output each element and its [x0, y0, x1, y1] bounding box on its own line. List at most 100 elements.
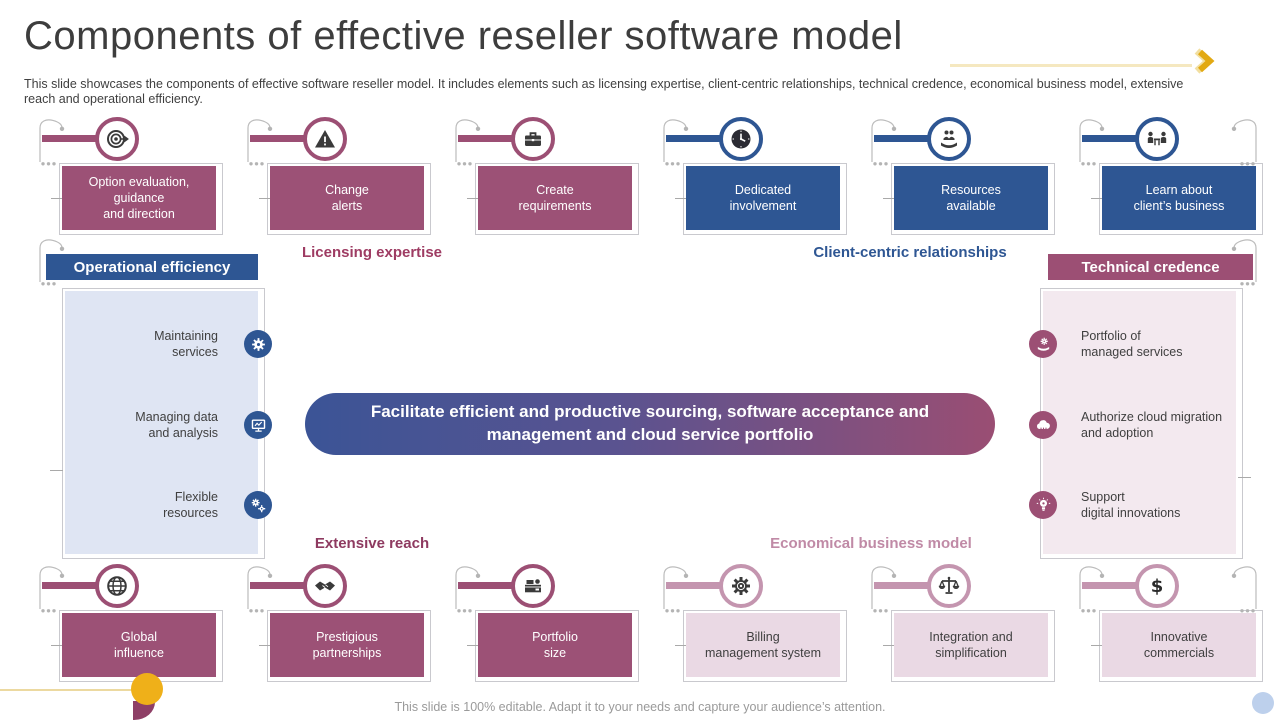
connector-bar: [250, 135, 312, 142]
connector-bar: [42, 582, 104, 589]
scales-icon: [938, 576, 960, 594]
box-outline: [891, 610, 1055, 682]
connector-bar: [42, 135, 104, 142]
tick-mark: [467, 198, 480, 199]
gears-icon: [251, 498, 265, 512]
cash-register-icon: [525, 579, 541, 593]
footer-note: This slide is 100% editable. Adapt it to…: [394, 700, 886, 714]
connector-bracket: [1079, 119, 1105, 166]
panel-item-portfolio-managed-services: Portfolio of managed services: [1081, 329, 1183, 359]
panel-item-maintaining-services: Maintaining services: [154, 329, 218, 359]
label-client-centric-relationships: Client-centric relationships: [813, 244, 1007, 261]
bulb-icon: [1036, 497, 1050, 511]
tick-mark: [675, 198, 688, 199]
box-outline: [59, 163, 223, 235]
box-outline: [267, 610, 431, 682]
label-extensive-reach: Extensive reach: [314, 535, 430, 552]
connector-bar: [458, 135, 520, 142]
tick-mark: [1091, 198, 1104, 199]
tick-mark: [675, 645, 688, 646]
globe-icon: [107, 576, 127, 596]
center-banner: Facilitate efficient and productive sour…: [305, 393, 995, 455]
arrow-right-icon: [1194, 48, 1215, 74]
connector-bar: [666, 135, 728, 142]
briefcase-icon: [525, 132, 541, 146]
tick-mark: [883, 645, 896, 646]
connector-bar: [874, 582, 936, 589]
meeting-icon: [1147, 131, 1167, 146]
hand-gear-icon: [1037, 337, 1049, 351]
bottom-unit-innovative-commercials: $ Innovative commercials: [1079, 559, 1280, 689]
slide-subtitle: This slide showcases the components of e…: [24, 77, 1184, 106]
page-title: Components of effective reseller softwar…: [24, 14, 903, 58]
bottom-unit-prestigious-partnerships: Prestigious partnerships: [247, 559, 456, 689]
decor-blue-circle: [1252, 692, 1274, 714]
top-unit-resources-available: Resources available: [871, 112, 1080, 242]
unit-label-box: Create requirements: [478, 166, 632, 230]
label-technical-credence: Technical credence: [1048, 254, 1253, 280]
bottom-unit-global-influence: Global influence: [39, 559, 248, 689]
title-underline: [950, 64, 1192, 67]
box-outline: [475, 163, 639, 235]
unit-label-box: Resources available: [894, 166, 1048, 230]
unit-label-box: Integration and simplification: [894, 613, 1048, 677]
label-economical-business-model: Economical business model: [770, 535, 972, 552]
dollar-icon: $: [1151, 576, 1164, 597]
right-panel: Portfolio of managed services Authorize …: [1029, 291, 1236, 554]
box-outline: [683, 163, 847, 235]
monitor-icon: [251, 418, 265, 432]
connector-bracket: [663, 119, 689, 166]
panel-item-support-digital-innovations: Support digital innovations: [1081, 490, 1181, 520]
unit-label-box: Learn about client’s business: [1102, 166, 1256, 230]
bottom-unit-billing-management: Billing management system: [663, 559, 872, 689]
connector-bracket: [871, 119, 897, 166]
panel-item-authorize-cloud-migration: Authorize cloud migration and adoption: [1081, 410, 1223, 440]
left-panel: Maintaining services Managing data and a…: [65, 291, 272, 554]
connector-bracket: [1079, 566, 1105, 613]
bottom-unit-integration-simplification: Integration and simplification: [871, 559, 1080, 689]
tick-mark: [50, 470, 63, 471]
connector-bracket: [871, 566, 897, 613]
connector-bracket-right: [1231, 566, 1257, 613]
unit-label-box: Prestigious partnerships: [270, 613, 424, 677]
connector-bracket: [39, 566, 65, 613]
connector-bracket: [247, 566, 273, 613]
tick-mark: [467, 645, 480, 646]
tick-mark: [1091, 645, 1104, 646]
connector-bracket: [455, 566, 481, 613]
panel-item-flexible-resources: Flexible resources: [163, 490, 218, 520]
tick-mark: [51, 198, 64, 199]
decor-yellow-circle: [131, 673, 163, 705]
unit-label-box: Billing management system: [686, 613, 840, 677]
box-outline: [267, 163, 431, 235]
connector-bar: [666, 582, 728, 589]
connector-bracket: [663, 566, 689, 613]
connector-bar: [250, 582, 312, 589]
connector-bracket: [247, 119, 273, 166]
connector-bar: [458, 582, 520, 589]
top-unit-create-requirements: Create requirements: [455, 112, 664, 242]
tick-mark: [1238, 477, 1251, 478]
box-outline: [1099, 610, 1263, 682]
connector-bar: [1082, 582, 1144, 589]
tick-mark: [883, 198, 896, 199]
unit-label-box: Change alerts: [270, 166, 424, 230]
connector-bracket: [39, 239, 65, 286]
unit-label-box: Global influence: [62, 613, 216, 677]
connector-bracket-right: [1231, 239, 1257, 286]
svg-text:$: $: [1151, 576, 1164, 597]
clock-icon: [731, 129, 751, 149]
box-outline: [891, 163, 1055, 235]
gear-icon: [732, 577, 750, 595]
connector-bracket: [455, 119, 481, 166]
top-unit-dedicated-involvement: Dedicated involvement: [663, 112, 872, 242]
hand-people-icon: [941, 130, 957, 148]
top-unit-change-alerts: Change alerts: [247, 112, 456, 242]
bottom-unit-portfolio-size: Portfolio size: [455, 559, 664, 689]
handshake-icon: [315, 581, 335, 591]
unit-label-box: Innovative commercials: [1102, 613, 1256, 677]
box-outline: [683, 610, 847, 682]
target-icon: [107, 130, 129, 148]
box-outline: [1099, 163, 1263, 235]
